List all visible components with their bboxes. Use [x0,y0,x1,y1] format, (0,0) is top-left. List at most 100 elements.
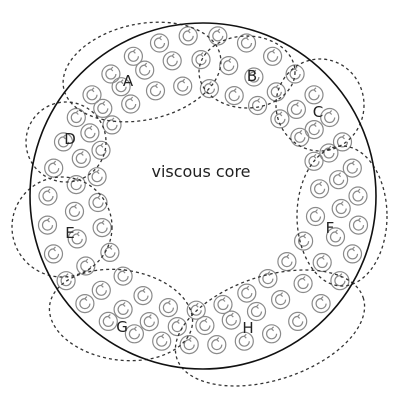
eddy-circle [238,284,256,302]
eddy-curl-arrow [212,338,222,350]
eddy-curl-arrow [213,29,223,41]
eddy-curl-arrow [226,313,236,325]
eddy-circle [122,95,140,113]
eddy-circle [168,318,186,336]
viscous-core-label: viscous core [151,162,250,181]
eddy-curl-arrow [309,88,319,100]
region-label-g: G [116,318,128,336]
region-label-b: B [247,67,257,85]
eddy-curl-arrow [96,283,106,295]
eddy-curl-arrow [335,274,345,286]
eddy-curl-arrow [103,314,113,326]
eddy-circle [102,65,120,83]
eddy-circle [67,109,85,127]
eddy-curl-arrow [155,36,165,48]
eddy-circle [45,159,63,177]
eddy-circle [93,219,111,237]
eddy-circle [94,99,112,117]
eddy-curl-arrow [253,99,263,111]
eddy-circle [72,149,90,167]
eddy-curl-arrow [106,67,116,79]
eddy-curl-arrow [144,315,154,327]
eddy-curl-arrow [118,302,128,314]
eddy-circle [349,187,367,205]
eddy-circle [174,77,192,95]
eddy-circle [57,272,75,290]
eddy-circle [305,86,323,104]
eddy-circle [264,47,282,65]
eddy-circle [208,336,226,354]
region-boundary-h [161,248,380,397]
eddy-curl-arrow [43,218,53,230]
eddy-curl-arrow [76,151,86,163]
eddy-circle [220,57,238,75]
eddy-curl-arrow [191,303,201,315]
eddy-curl-arrow [353,189,363,201]
eddy-curl-arrow [98,101,108,113]
eddy-curl-arrow [252,305,262,317]
eddy-curl-arrow [324,146,334,158]
eddy-circle [272,291,290,309]
eddy-circle [140,313,158,331]
eddy-curl-arrow [325,111,335,123]
eddy-curl-arrow [311,210,321,222]
eddy-circle [114,267,132,285]
eddy-circle [76,295,94,313]
eddy-curl-arrow [140,63,150,75]
eddy-circle [214,296,232,314]
region-label-a: A [123,72,134,90]
eddy-curl-arrow [157,334,167,346]
region-boundary-a [54,8,230,135]
eddy-circle [147,82,165,100]
eddy-circle [278,253,296,271]
eddy-circle [311,180,329,198]
eddy-circle [294,275,312,293]
eddy-curl-arrow [309,123,319,135]
eddy-curl-arrow [218,298,228,310]
eddy-curl-arrow [49,247,59,259]
eddy-curl-arrow [184,338,194,350]
eddy-circle [151,34,169,52]
eddy-curl-arrow [178,79,188,91]
eddy-circle [295,232,313,250]
region-boundary-layer [12,8,387,397]
eddy-curl-arrow [167,54,177,66]
eddy-curl-arrow [128,49,138,61]
eddy-curl-arrow [200,319,210,331]
eddy-curl-arrow [268,49,278,61]
eddy-curl-arrow [49,161,59,173]
eddy-curl-arrow [138,289,148,301]
eddy-curl-arrow [347,161,357,173]
eddy-circle [180,336,198,354]
eddy-circle [248,303,266,321]
eddy-curl-arrow [291,102,301,114]
eddy-circle [134,287,152,305]
eddy-curl-arrow [151,84,161,96]
eddy-curl-arrow [93,196,103,208]
eddy-curl-arrow [271,85,281,97]
eddy-circle [289,312,307,330]
eddy-curl-arrow [204,82,214,94]
eddy-circle [125,325,143,343]
eddy-curl-arrow [107,118,117,130]
eddy-circle [39,187,57,205]
eddy-curl-arrow [295,130,305,142]
eddy-circle [66,202,84,220]
region-label-h: H [242,319,253,337]
eddy-circle [321,109,339,127]
eddy-curl-arrow [183,29,193,41]
eddy-curl-arrow [267,327,277,339]
eddy-curl-arrow [336,202,346,214]
eddy-circle [287,100,305,118]
eddy-circle [291,128,309,146]
eddy-curl-arrow [224,59,234,71]
eddy-circle [313,254,331,272]
eddy-curl-arrow [276,293,286,305]
eddy-circle [312,295,330,313]
eddy-curl-arrow [317,256,327,268]
eddy-circle [81,124,99,142]
eddy-circle [305,121,323,139]
eddy-curl-arrow [105,245,115,257]
region-label-e: E [65,224,74,242]
eddy-circle [159,299,177,317]
